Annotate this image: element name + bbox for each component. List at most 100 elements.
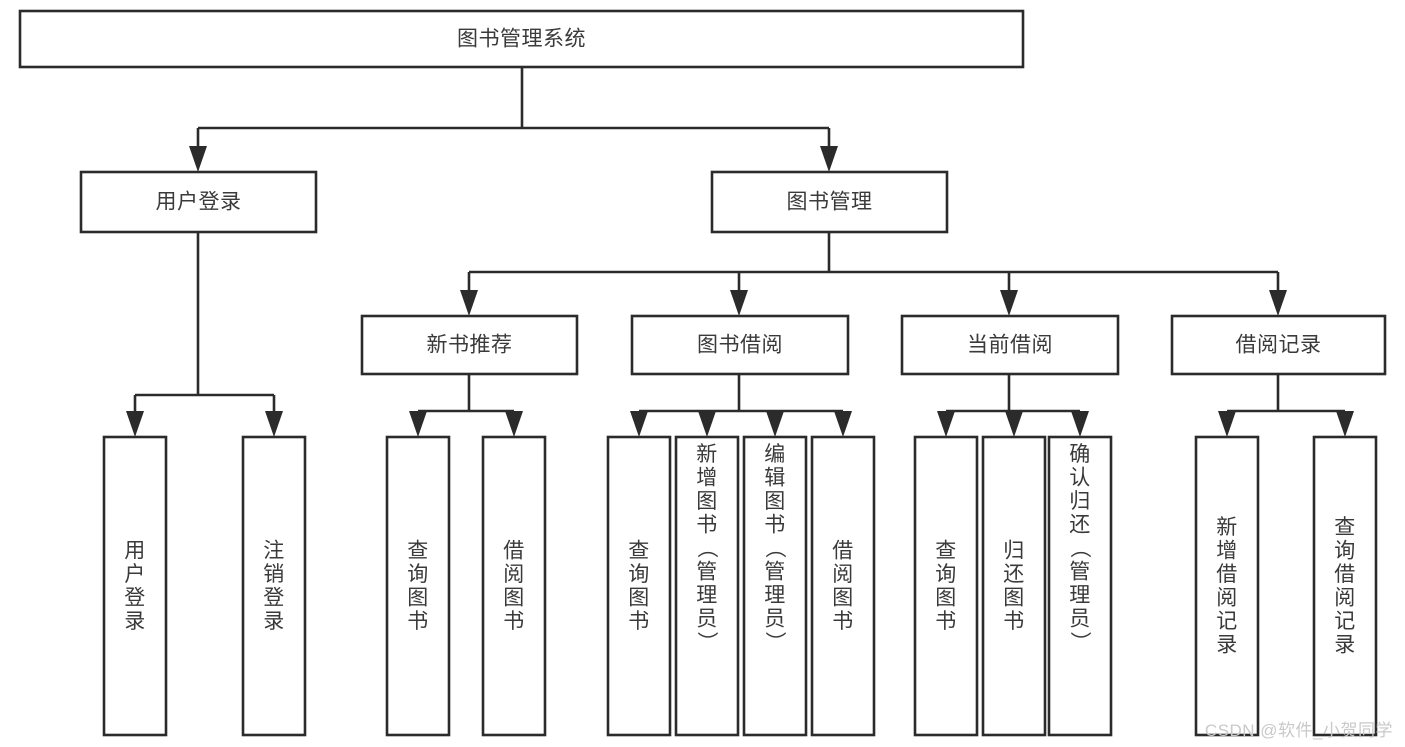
node-label-book-borrow: 图书借阅	[697, 334, 783, 357]
node-new-book-recommend[interactable]: 新书推荐	[360, 314, 579, 376]
node-box-leaf-user-login	[102, 435, 168, 737]
arrow-head-icon	[766, 411, 784, 437]
node-label-leaf-user-login-char: 户	[124, 563, 146, 586]
arrow-head-icon	[1000, 290, 1018, 316]
node-label-leaf-user-logout-char: 录	[263, 610, 285, 633]
node-leaf-user-login[interactable]: 用户登录	[102, 435, 168, 737]
node-label-new-book-recommend: 新书推荐	[427, 334, 513, 357]
node-label-leaf-return-book-char: 归	[1003, 539, 1025, 562]
node-label-leaf-user-logout-char: 销	[263, 563, 285, 586]
node-user-login[interactable]: 用户登录	[79, 170, 318, 234]
node-book-manage[interactable]: 图书管理	[710, 170, 949, 234]
arrow-head-icon	[820, 146, 838, 172]
node-label-leaf-confirm-return-admin-char: 管	[1069, 561, 1091, 584]
node-label-borrow-record: 借阅记录	[1236, 334, 1322, 357]
node-label-leaf-query-borrow-record-char: 借	[1334, 563, 1356, 586]
node-root[interactable]: 图书管理系统	[18, 9, 1025, 69]
arrow-head-icon	[126, 411, 144, 437]
node-label-leaf-confirm-return-admin-char: 认	[1069, 467, 1091, 490]
node-box-leaf-user-logout	[241, 435, 307, 737]
node-label-current-borrow: 当前借阅	[967, 334, 1053, 357]
node-label-leaf-return-book-char: 书	[1003, 610, 1025, 633]
arrow-head-icon	[698, 411, 716, 437]
node-label-leaf-return-book-char: 图	[1003, 586, 1025, 609]
node-box-leaf-add-borrow-record	[1194, 435, 1260, 737]
node-box-borrow-record	[1170, 314, 1387, 376]
node-label-leaf-confirm-return-admin-char: 确	[1069, 443, 1091, 466]
node-box-leaf-confirm-return-admin	[1047, 435, 1113, 737]
node-box-root	[18, 9, 1025, 69]
node-label-leaf-borrow-book-char: 书	[832, 610, 854, 633]
arrow-head-icon	[730, 290, 748, 316]
node-box-leaf-query-book-recommend	[385, 435, 451, 737]
node-label-leaf-query-borrow-record-char: 录	[1334, 633, 1356, 656]
node-label-book-manage: 图书管理	[787, 191, 873, 214]
node-current-borrow[interactable]: 当前借阅	[900, 314, 1120, 376]
node-label-leaf-query-book-recommend-char: 图	[407, 586, 429, 609]
node-label-leaf-confirm-return-admin-char: （	[1068, 537, 1091, 559]
node-box-leaf-query-book	[606, 435, 672, 737]
node-box-leaf-query-borrow-record	[1312, 435, 1378, 737]
node-label-leaf-borrow-book-char: 图	[832, 586, 854, 609]
node-label-leaf-query-book-char: 书	[628, 610, 650, 633]
node-box-leaf-borrow-book	[810, 435, 876, 737]
node-label-leaf-edit-book-admin-char: （	[763, 537, 786, 559]
node-label-user-login: 用户登录	[156, 191, 242, 214]
node-label-leaf-borrow-book-recommend-char: 书	[503, 610, 525, 633]
node-label-leaf-user-login-char: 录	[124, 610, 146, 633]
node-label-leaf-confirm-return-admin-char: 员	[1069, 608, 1091, 631]
node-label-leaf-user-login-char: 用	[124, 539, 146, 562]
node-label-leaf-query-book-current-char: 查	[935, 539, 957, 562]
arrow-head-icon	[1269, 290, 1287, 316]
node-label-leaf-query-borrow-record-char: 阅	[1334, 586, 1356, 609]
arrow-head-icon	[505, 411, 523, 437]
node-label-leaf-edit-book-admin-char: 理	[764, 584, 786, 607]
node-label-leaf-borrow-book-recommend-char: 图	[503, 586, 525, 609]
node-label-leaf-query-book-recommend-char: 书	[407, 610, 429, 633]
arrow-head-icon	[1218, 411, 1236, 437]
node-label-leaf-add-book-admin-char: 管	[696, 561, 718, 584]
node-label-leaf-query-book-recommend-char: 查	[407, 539, 429, 562]
node-label-leaf-query-book-char: 询	[628, 563, 650, 586]
node-label-leaf-add-borrow-record-char: 借	[1216, 563, 1238, 586]
arrow-head-icon	[630, 411, 648, 437]
node-label-leaf-confirm-return-admin-char: 归	[1069, 490, 1091, 513]
node-label-leaf-query-borrow-record-char: 记	[1334, 610, 1356, 633]
node-label-leaf-edit-book-admin-char: 员	[764, 608, 786, 631]
node-box-book-borrow	[630, 314, 850, 376]
node-label-leaf-borrow-book-char: 借	[832, 539, 854, 562]
node-label-leaf-user-login-char: 登	[124, 586, 146, 609]
node-label-leaf-edit-book-admin-char: 编	[764, 443, 786, 466]
node-borrow-record[interactable]: 借阅记录	[1170, 314, 1387, 376]
node-book-borrow[interactable]: 图书借阅	[630, 314, 850, 376]
node-label-leaf-query-borrow-record-char: 查	[1334, 516, 1356, 539]
node-label-leaf-query-borrow-record-char: 询	[1334, 539, 1356, 562]
node-label-leaf-add-borrow-record-char: 阅	[1216, 586, 1238, 609]
node-label-leaf-query-book-current-char: 询	[935, 563, 957, 586]
node-box-leaf-return-book	[981, 435, 1047, 737]
node-label-leaf-add-borrow-record-char: 记	[1216, 610, 1238, 633]
node-label-leaf-borrow-book-recommend-char: 借	[503, 539, 525, 562]
node-label-leaf-edit-book-admin-char: 管	[764, 561, 786, 584]
node-label-leaf-add-borrow-record-char: 录	[1216, 633, 1238, 656]
node-label-leaf-add-book-admin-char: 书	[696, 514, 718, 537]
node-label-leaf-add-borrow-record-char: 新	[1216, 516, 1238, 539]
node-label-leaf-edit-book-admin-char: 书	[764, 514, 786, 537]
node-label-leaf-borrow-book-char: 阅	[832, 563, 854, 586]
node-box-book-manage	[710, 170, 949, 234]
node-label-leaf-query-book-char: 查	[628, 539, 650, 562]
